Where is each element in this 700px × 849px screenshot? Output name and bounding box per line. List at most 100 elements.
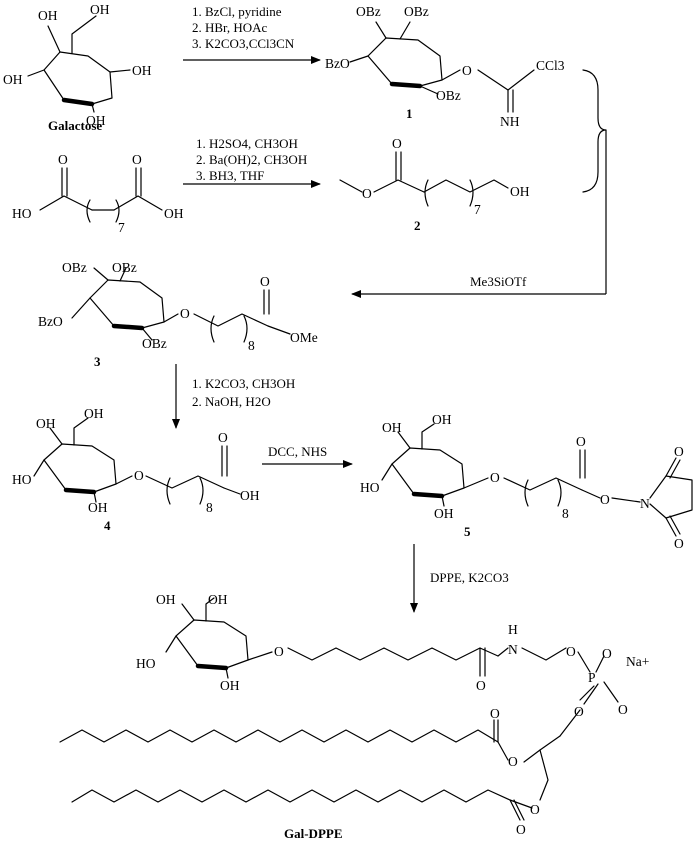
step6-arrow: DPPE, K2CO3 bbox=[410, 544, 509, 613]
combine-bracket bbox=[582, 69, 607, 294]
oxygen-label: O bbox=[134, 468, 144, 483]
hydrogen-label: H bbox=[508, 622, 518, 637]
oh-label: OH bbox=[156, 592, 176, 607]
subscript-label: 8 bbox=[562, 506, 569, 521]
compound-1-structure: OBz OBz BzO OBz O CCl3 NH 1 bbox=[325, 4, 565, 129]
oxygen-label: O bbox=[602, 646, 612, 661]
compound-5-structure: OH OH HO OH O O O N O O 8 5 bbox=[360, 412, 693, 551]
oxygen-label: O bbox=[132, 152, 142, 167]
step6-reagent: DPPE, K2CO3 bbox=[430, 570, 509, 585]
oh-label: HO bbox=[12, 472, 32, 487]
galactose-oh-label: OH bbox=[90, 2, 110, 17]
suberic-acid-structure: HO OH O O 7 bbox=[12, 152, 184, 235]
oxygen-label: O bbox=[530, 802, 540, 817]
oxygen-label: O bbox=[218, 430, 228, 445]
galactose-oh-label: OH bbox=[86, 113, 106, 128]
obz-label: OBz bbox=[62, 260, 87, 275]
oxygen-label: O bbox=[362, 186, 372, 201]
obz-label: OBz bbox=[112, 260, 137, 275]
oxygen-label: O bbox=[566, 644, 576, 659]
oxygen-label: O bbox=[392, 136, 402, 151]
oh-label: OH bbox=[36, 416, 56, 431]
galactose-oh-label: OH bbox=[132, 63, 152, 78]
nitrogen-label: N bbox=[640, 496, 650, 511]
oxygen-label: O bbox=[58, 152, 68, 167]
compound-number: 3 bbox=[94, 354, 101, 369]
phosphorus-label: P bbox=[588, 670, 596, 685]
compound-number: 4 bbox=[104, 518, 111, 533]
oh-label: OH bbox=[208, 592, 228, 607]
oxygen-label: O bbox=[476, 678, 486, 693]
subscript-label: 8 bbox=[206, 500, 213, 515]
galactose-name: Galactose bbox=[48, 118, 102, 133]
step5-reagent: DCC, NHS bbox=[268, 444, 327, 459]
gal-dppe-structure: OH OH HO OH O O H N O P O Na+ O O O O O … bbox=[59, 592, 649, 841]
step2-condition: 2. Ba(OH)2, CH3OH bbox=[196, 152, 307, 167]
step4-arrow: 1. K2CO3, CH3OH 2. NaOH, H2O bbox=[172, 364, 295, 429]
step4-condition: 2. NaOH, H2O bbox=[192, 394, 271, 409]
oh-label: OH bbox=[220, 678, 240, 693]
galactose-oh-label: OH bbox=[38, 8, 58, 23]
obz-label: OBz bbox=[404, 4, 429, 19]
oh-label: OH bbox=[164, 206, 184, 221]
step1-condition: 3. K2CO3,CCl3CN bbox=[192, 36, 295, 51]
step2-condition: 1. H2SO4, CH3OH bbox=[196, 136, 298, 151]
oh-label: OH bbox=[88, 500, 108, 515]
galactose-structure: OH OH OH OH OH Galactose bbox=[3, 2, 152, 133]
galactose-oh-label: OH bbox=[3, 72, 23, 87]
oxygen-label: O bbox=[516, 822, 526, 837]
oxygen-label: O bbox=[618, 702, 628, 717]
oxygen-label: O bbox=[462, 63, 472, 78]
oxygen-label: O bbox=[576, 434, 586, 449]
compound-4-structure: OH OH HO OH O O OH 8 4 bbox=[12, 406, 260, 533]
step3-arrow: Me3SiOTf bbox=[351, 274, 606, 298]
step2-arrow: 1. H2SO4, CH3OH 2. Ba(OH)2, CH3OH 3. BH3… bbox=[183, 136, 321, 188]
oxygen-label: O bbox=[674, 536, 684, 551]
ome-label: OMe bbox=[290, 330, 318, 345]
subscript-label: 7 bbox=[118, 220, 125, 235]
step1-condition: 1. BzCl, pyridine bbox=[192, 4, 282, 19]
compound-2-structure: O O OH 7 2 bbox=[339, 136, 530, 233]
oh-label: OH bbox=[240, 488, 260, 503]
step1-condition: 2. HBr, HOAc bbox=[192, 20, 268, 35]
oxygen-label: O bbox=[180, 306, 190, 321]
oh-label: OH bbox=[434, 506, 454, 521]
compound-number: 2 bbox=[414, 218, 421, 233]
oh-label: HO bbox=[12, 206, 32, 221]
oh-label: HO bbox=[360, 480, 380, 495]
final-product-name: Gal-DPPE bbox=[284, 826, 343, 841]
obz-label: OBz bbox=[356, 4, 381, 19]
nh-label: NH bbox=[500, 114, 520, 129]
oxygen-label: O bbox=[574, 704, 584, 719]
oxygen-label: O bbox=[674, 444, 684, 459]
compound-number: 1 bbox=[406, 106, 413, 121]
step3-reagent: Me3SiOTf bbox=[470, 274, 527, 289]
compound-number: 5 bbox=[464, 524, 471, 539]
oxygen-label: O bbox=[260, 274, 270, 289]
oxygen-label: O bbox=[490, 706, 500, 721]
oxygen-label: O bbox=[490, 470, 500, 485]
oxygen-label: O bbox=[274, 644, 284, 659]
step1-arrow: 1. BzCl, pyridine 2. HBr, HOAc 3. K2CO3,… bbox=[183, 4, 321, 64]
oxygen-label: O bbox=[600, 492, 610, 507]
obz-label: BzO bbox=[325, 56, 350, 71]
step2-condition: 3. BH3, THF bbox=[196, 168, 264, 183]
oh-label: OH bbox=[432, 412, 452, 427]
oxygen-label: O bbox=[508, 754, 518, 769]
subscript-label: 7 bbox=[474, 202, 481, 217]
oh-label: OH bbox=[382, 420, 402, 435]
obz-label: OBz bbox=[436, 88, 461, 103]
obz-label: OBz bbox=[142, 336, 167, 351]
nitrogen-label: N bbox=[508, 642, 518, 657]
ccl3-label: CCl3 bbox=[536, 58, 565, 73]
obz-label: BzO bbox=[38, 314, 63, 329]
compound-3-structure: OBz OBz BzO OBz O O OMe 8 3 bbox=[38, 260, 318, 369]
step5-arrow: DCC, NHS bbox=[262, 444, 353, 468]
step4-condition: 1. K2CO3, CH3OH bbox=[192, 376, 295, 391]
oh-label: HO bbox=[136, 656, 156, 671]
subscript-label: 8 bbox=[248, 338, 255, 353]
oh-label: OH bbox=[510, 184, 530, 199]
counterion-label: Na+ bbox=[626, 654, 649, 669]
oh-label: OH bbox=[84, 406, 104, 421]
